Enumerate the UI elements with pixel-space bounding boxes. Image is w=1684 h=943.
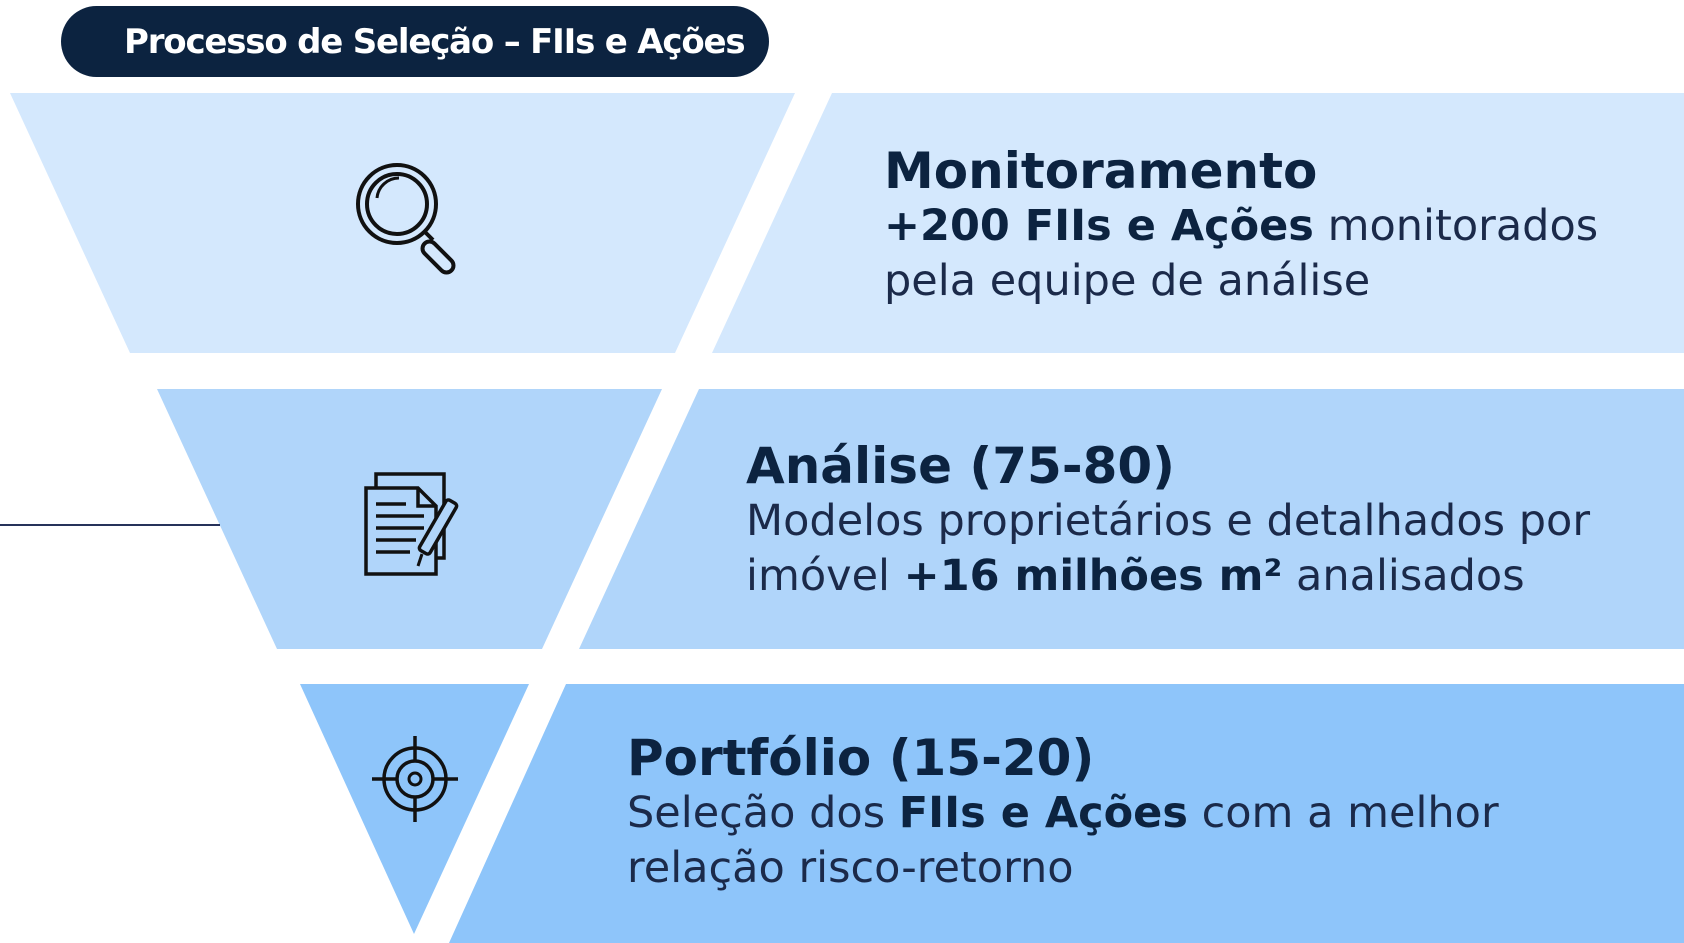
text-segment: imóvel — [746, 551, 904, 601]
stage-portfolio: Portfólio (15-20) Seleção dos FIIs e Açõ… — [627, 730, 1499, 896]
stage-heading: Monitoramento — [884, 142, 1318, 200]
stage-description-line-2: pela equipe de análise — [884, 256, 1371, 306]
stage-description-line-2: relação risco-retorno — [627, 843, 1074, 893]
stage-band-3 — [449, 684, 1684, 943]
stage-description-line-1: +200 FIIs e Ações monitorados — [884, 199, 1598, 254]
stage-analise: Análise (75-80) Modelos proprietários e … — [746, 438, 1590, 604]
text-segment: analisados — [1282, 551, 1525, 601]
funnel-band-1 — [10, 93, 795, 353]
stage-band-2 — [579, 389, 1684, 649]
highlight-text: FIIs e Ações — [898, 788, 1188, 838]
title-pill: Processo de Seleção – FIIs e Ações — [61, 6, 769, 77]
stage-heading: Análise (75-80) — [746, 437, 1176, 495]
stage-description-line-1: Modelos proprietários e detalhados por — [746, 496, 1591, 546]
stage-heading: Portfólio (15-20) — [627, 729, 1095, 787]
text-segment: monitorados — [1313, 201, 1599, 251]
title-text: Processo de Seleção – FIIs e Ações — [124, 21, 746, 62]
text-segment: com a melhor — [1187, 788, 1499, 838]
highlight-text: +16 milhões m² — [903, 551, 1283, 601]
stage-band-1 — [712, 93, 1684, 353]
stage-monitoramento: Monitoramento +200 FIIs e Ações monitora… — [884, 143, 1598, 309]
magnifier-icon — [356, 163, 456, 275]
stage-description-line-1: Seleção dos FIIs e Ações com a melhor — [627, 786, 1499, 841]
text-segment: Seleção dos — [627, 788, 899, 838]
target-icon — [372, 736, 458, 822]
stage-description-line-2: imóvel +16 milhões m² analisados — [746, 549, 1590, 604]
document-pen-icon — [364, 472, 459, 576]
highlight-text: +200 FIIs e Ações — [884, 201, 1314, 251]
